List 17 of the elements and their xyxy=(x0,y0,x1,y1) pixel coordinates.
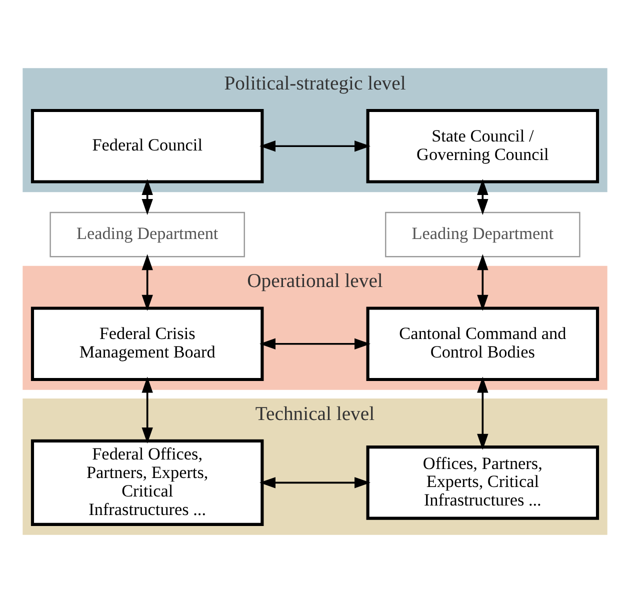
node-box: Federal Offices, Partners, Experts, Critical Infrastructures ... xyxy=(30,438,264,526)
arrow xyxy=(142,376,153,444)
node-box: Leading Department xyxy=(50,211,245,257)
arrow xyxy=(260,140,371,152)
node-box: Cantonal Command and Control Bodies xyxy=(366,306,600,381)
node-box: Federal Crisis Management Board xyxy=(30,306,264,381)
arrow xyxy=(477,178,488,214)
node-box: State Council / Governing Council xyxy=(366,108,600,183)
arrow xyxy=(142,178,153,214)
node-box: Leading Department xyxy=(385,211,580,257)
node-box: Offices, Partners, Experts, Critical Infrastructures ... xyxy=(366,445,600,520)
arrow xyxy=(477,376,488,450)
node-box: Federal Council xyxy=(30,108,264,183)
arrow xyxy=(477,254,488,310)
arrow xyxy=(142,254,153,310)
arrow xyxy=(260,338,371,349)
arrow xyxy=(260,476,371,488)
